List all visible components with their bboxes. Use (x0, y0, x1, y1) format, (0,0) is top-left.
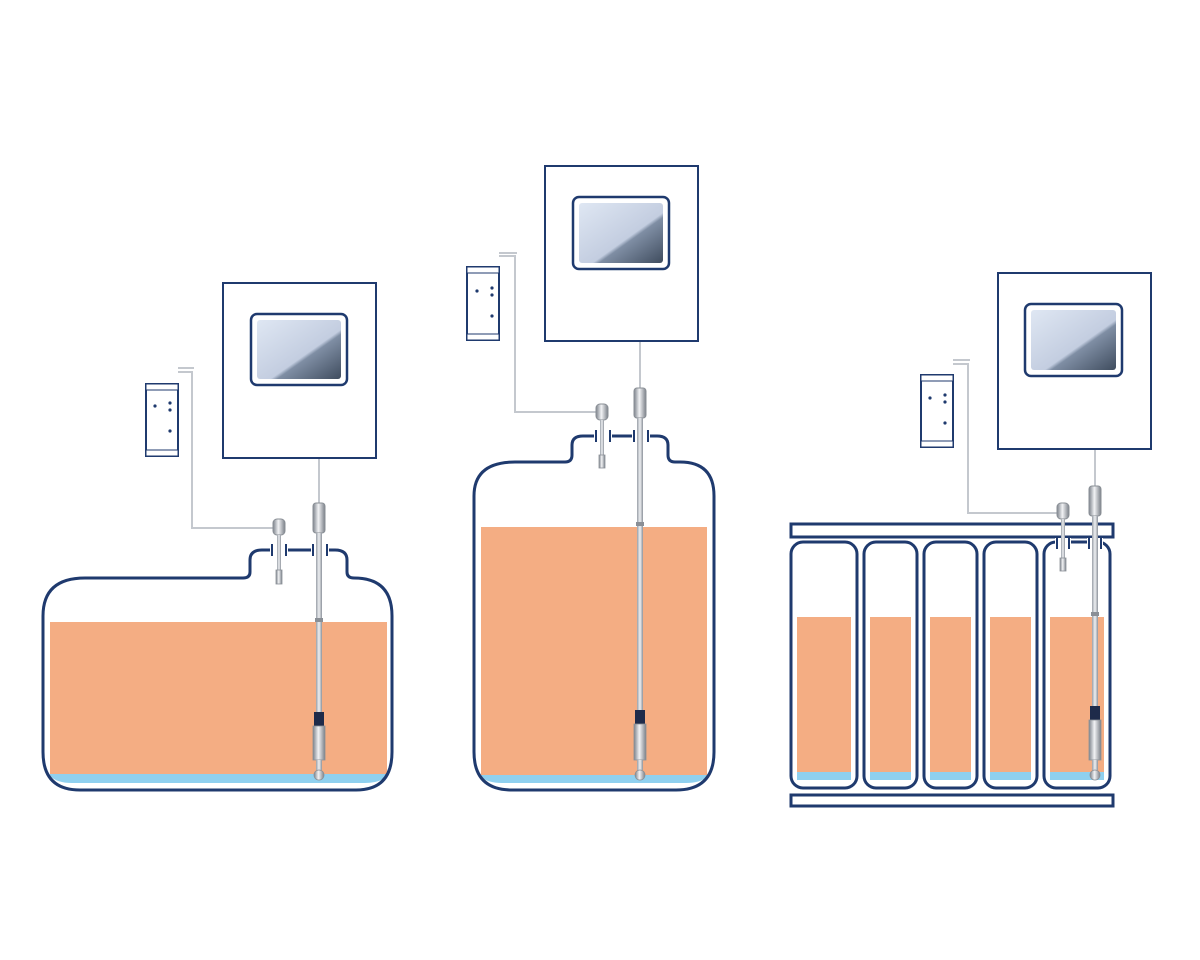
indicator-led-icon (490, 314, 494, 318)
temperature-probe (1056, 502, 1070, 572)
indicator-led-icon (943, 393, 947, 397)
tank-sediment (481, 775, 707, 783)
level-probe (312, 502, 326, 781)
rack-top-rail (789, 522, 1115, 539)
temperature-probe (595, 403, 609, 469)
level-probe (1088, 485, 1102, 781)
indicator-led-icon (943, 421, 947, 425)
horizontal-tank-system (41, 282, 394, 792)
multi-tank-rack-system (789, 272, 1152, 808)
indicator-led-icon (943, 400, 947, 404)
indicator-led-icon (928, 396, 932, 400)
temperature-probe (272, 518, 286, 585)
tank-liquid (50, 622, 387, 774)
tank-outline (41, 548, 394, 792)
rack-bottom-rail (789, 793, 1115, 808)
indicator-led-icon (168, 408, 172, 412)
indicator-led-icon (490, 293, 494, 297)
rack-tank (862, 540, 919, 790)
indicator-led-icon (153, 404, 157, 408)
level-probe (633, 387, 647, 781)
transmitter-box (920, 374, 954, 448)
tank-outline (472, 434, 716, 792)
transmitter-box (145, 383, 179, 457)
indicator-led-icon (168, 429, 172, 433)
rack-tank (982, 540, 1039, 790)
transmitter-box (466, 266, 500, 341)
rack-tank (922, 540, 979, 790)
controller-panel (222, 282, 377, 459)
tank-liquid (481, 527, 707, 775)
tank-sediment (50, 774, 387, 783)
controller-panel (544, 165, 699, 342)
indicator-led-icon (490, 286, 494, 290)
controller-panel (997, 272, 1152, 450)
vertical-tank-system (466, 165, 716, 792)
indicator-led-icon (168, 401, 172, 405)
indicator-led-icon (475, 289, 479, 293)
rack-tank (789, 540, 859, 790)
